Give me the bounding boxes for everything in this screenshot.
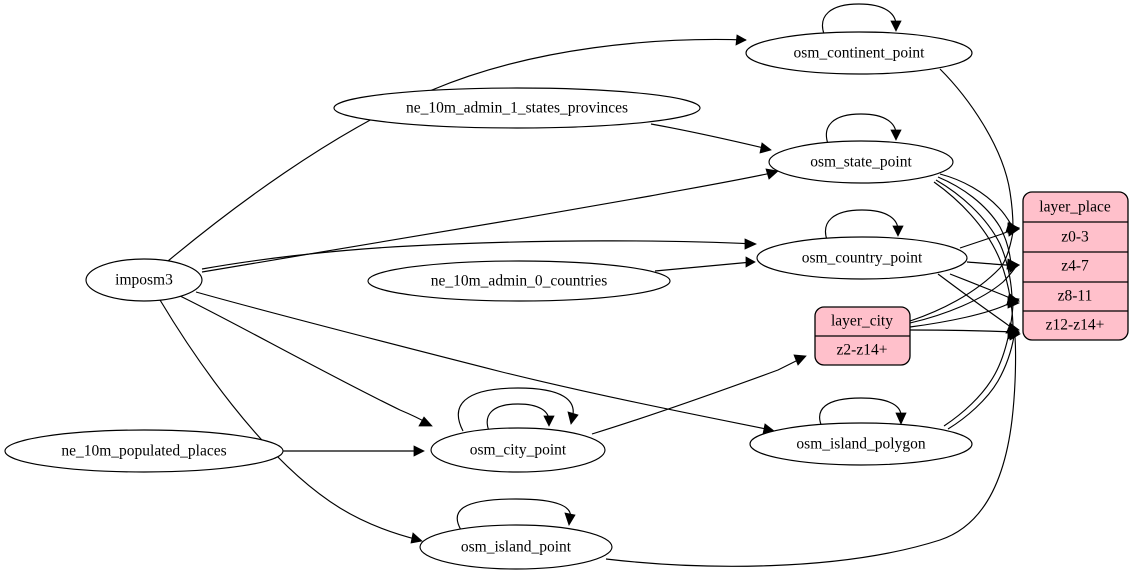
- node-ne-admin1-label: ne_10m_admin_1_states_provinces: [406, 100, 628, 117]
- node-imposm3-label: imposm3: [115, 272, 173, 289]
- node-imposm3[interactable]: imposm3: [85, 258, 203, 302]
- node-ne-10m-populated-places[interactable]: ne_10m_populated_places: [4, 429, 284, 473]
- edge-imposm3-to-osm-island-polygon: [195, 291, 775, 435]
- edge-osm-city-point-to-layer-city-z2-z14: [591, 354, 807, 435]
- node-osm-island-polygon-label: osm_island_polygon: [796, 436, 925, 453]
- node-osm-state-point-label: osm_state_point: [810, 154, 912, 171]
- edge-osm-continent-point-to-layer-place-z0-3: [939, 68, 1020, 234]
- edge-osm-city-point-self-loop-outer: [457, 387, 579, 432]
- node-osm-continent-point-label: osm_continent_point: [794, 45, 926, 62]
- record-node-layer-city[interactable]: layer_city z2-z14+: [814, 306, 911, 366]
- edge-ne-admin1-to-osm-state-point: [650, 123, 772, 154]
- edge-imposm3-to-osm-country-point: [201, 238, 757, 270]
- edge-osm-continent-point-self-loop: [822, 3, 902, 35]
- edge-imposm3-to-osm-continent-point: [167, 34, 747, 262]
- record-layer-place-row-z4-7[interactable]: z4-7: [1061, 258, 1089, 275]
- edge-osm-island-polygon-to-layer-place-z12-z14: [947, 328, 1020, 430]
- node-osm-island-point[interactable]: osm_island_point: [419, 524, 613, 570]
- edge-layer-city-to-layer-place-z8-11: [909, 296, 1020, 328]
- edge-imposm3-to-osm-island-point: [159, 299, 423, 544]
- node-osm-country-point[interactable]: osm_country_point: [756, 236, 968, 280]
- edge-osm-country-point-self-loop: [825, 209, 904, 241]
- record-layer-city-title: layer_city: [831, 313, 893, 330]
- node-ne-10m-admin-1-states-provinces[interactable]: ne_10m_admin_1_states_provinces: [333, 87, 701, 129]
- edge-osm-city-point-self-loop-inner: [486, 403, 555, 432]
- record-layer-place-row-z12-z14[interactable]: z12-z14+: [1046, 317, 1105, 334]
- node-osm-state-point[interactable]: osm_state_point: [768, 140, 954, 184]
- edge-imposm3-to-osm-state-point: [201, 168, 779, 273]
- edge-osm-island-polygon-to-layer-place-z8-11: [943, 297, 1020, 427]
- record-layer-city-row-z2-z14[interactable]: z2-z14+: [837, 342, 888, 359]
- edge-layer: [159, 3, 1021, 567]
- node-osm-island-point-label: osm_island_point: [461, 539, 572, 556]
- record-node-layer-place[interactable]: layer_place z0-3 z4-7 z8-11 z12-z14+: [1022, 191, 1129, 341]
- edge-imposm3-to-osm-city-point: [177, 294, 433, 427]
- node-osm-island-polygon[interactable]: osm_island_polygon: [749, 422, 973, 466]
- node-osm-continent-point[interactable]: osm_continent_point: [745, 31, 973, 75]
- node-ne-10m-admin-0-countries[interactable]: ne_10m_admin_0_countries: [367, 260, 671, 302]
- node-osm-city-point-label: osm_city_point: [470, 442, 567, 459]
- node-ne-admin0-label: ne_10m_admin_0_countries: [431, 273, 608, 290]
- edge-osm-island-polygon-self-loop: [819, 397, 907, 428]
- edge-layer-city-to-layer-place-z12-z14: [909, 326, 1020, 338]
- edge-layer-city-to-layer-place-z4-7: [909, 261, 1020, 324]
- record-layer-place-row-z0-3[interactable]: z0-3: [1061, 229, 1089, 246]
- edge-osm-state-point-self-loop: [825, 113, 902, 145]
- edge-layer-city-to-layer-place-z0-3: [909, 225, 1020, 322]
- node-osm-city-point[interactable]: osm_city_point: [430, 427, 606, 473]
- node-ne-populated-places-label: ne_10m_populated_places: [61, 443, 226, 460]
- record-layer-place-title: layer_place: [1039, 199, 1111, 216]
- edge-osm-island-point-self-loop: [456, 498, 576, 531]
- node-osm-country-point-label: osm_country_point: [802, 250, 923, 267]
- node-layer: imposm3 ne_10m_admin_1_states_provinces …: [4, 31, 1129, 570]
- record-layer-place-row-z8-11[interactable]: z8-11: [1058, 288, 1093, 305]
- edge-ne-admin0-to-osm-country-point: [654, 256, 756, 272]
- edge-ne-populated-places-to-osm-city-point: [283, 445, 425, 457]
